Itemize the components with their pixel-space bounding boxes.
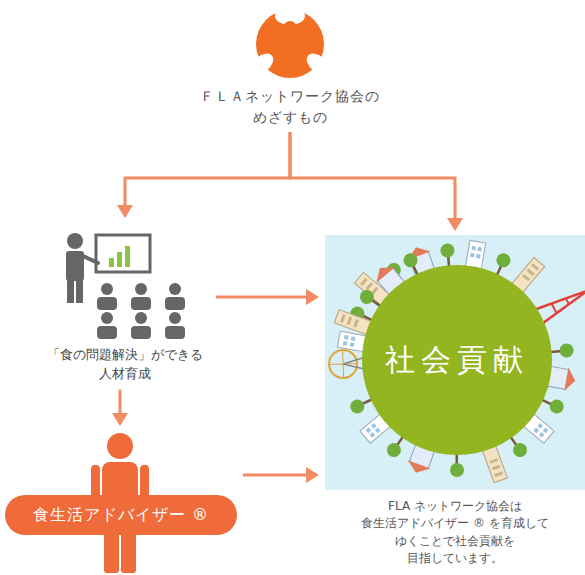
arrow-line — [290, 132, 455, 223]
flow-arrow — [290, 132, 463, 231]
chart-bar — [109, 258, 114, 267]
audience-body — [97, 326, 117, 339]
flow-arrow — [117, 132, 290, 218]
chart-bar — [125, 246, 130, 267]
arrowhead — [306, 467, 319, 483]
sky-panel — [325, 235, 585, 490]
chart-bar — [117, 252, 122, 267]
audience-body — [97, 297, 117, 310]
heading-node: ＦＬＡネットワーク協会の めざすもの — [170, 0, 410, 128]
presenter-leg — [67, 279, 74, 303]
audience-head — [169, 283, 181, 295]
advisor-pill: 食生活アドバイザー ® — [5, 495, 237, 535]
tower — [534, 278, 585, 324]
presenter-head — [67, 233, 83, 249]
arrow-line — [125, 132, 290, 210]
arrowhead — [117, 205, 133, 218]
tower-deck — [551, 303, 557, 314]
ferris-wheel — [329, 349, 366, 378]
advisor-node: 食生活アドバイザー ® — [5, 430, 237, 575]
logo-head — [283, 21, 297, 35]
tree — [550, 343, 574, 359]
society-panel: FLA ネットワーク協会は 食生活アドバイザー ® を育成して ゆくことで社会貢… — [325, 235, 585, 490]
society-circle: 社会貢献 — [362, 265, 552, 455]
heading-text: ＦＬＡネットワーク協会の めざすもの — [170, 86, 410, 128]
person-head — [107, 433, 133, 459]
flow-arrow — [216, 289, 319, 305]
training-node: 「食の問題解決」ができる 人材育成 — [40, 222, 210, 384]
flow-arrow — [243, 467, 319, 483]
caption-text: FLA ネットワーク協会は 食生活アドバイザー ® を育成して ゆくことで社会貢… — [349, 498, 561, 568]
arrowhead — [112, 413, 128, 426]
audience-body — [165, 326, 185, 339]
audience-head — [101, 283, 113, 295]
circle-label: 社会貢献 — [385, 340, 529, 381]
tree — [450, 454, 464, 477]
audience-head — [135, 312, 147, 324]
logo-cut — [303, 50, 333, 79]
wheel-stand — [343, 357, 365, 364]
arrowhead — [306, 289, 319, 305]
audience-head — [135, 283, 147, 295]
presenter-leg — [76, 279, 83, 303]
board — [96, 235, 150, 272]
logo-cut — [247, 50, 277, 79]
audience-head — [101, 312, 113, 324]
audience-body — [131, 326, 151, 339]
audience-body — [165, 297, 185, 310]
presenter-arm — [83, 256, 98, 263]
tower-deck — [565, 298, 569, 305]
tree — [440, 243, 456, 267]
arrow-line — [243, 474, 311, 477]
circle-fill — [362, 265, 552, 455]
audience-body — [131, 297, 151, 310]
arrow-line — [216, 296, 311, 299]
wheel-stand — [343, 363, 365, 370]
audience-head — [169, 312, 181, 324]
arrowhead — [447, 218, 463, 231]
flow-arrow — [112, 390, 128, 427]
caption-text: 「食の問題解決」ができる 人材育成 — [40, 346, 210, 384]
